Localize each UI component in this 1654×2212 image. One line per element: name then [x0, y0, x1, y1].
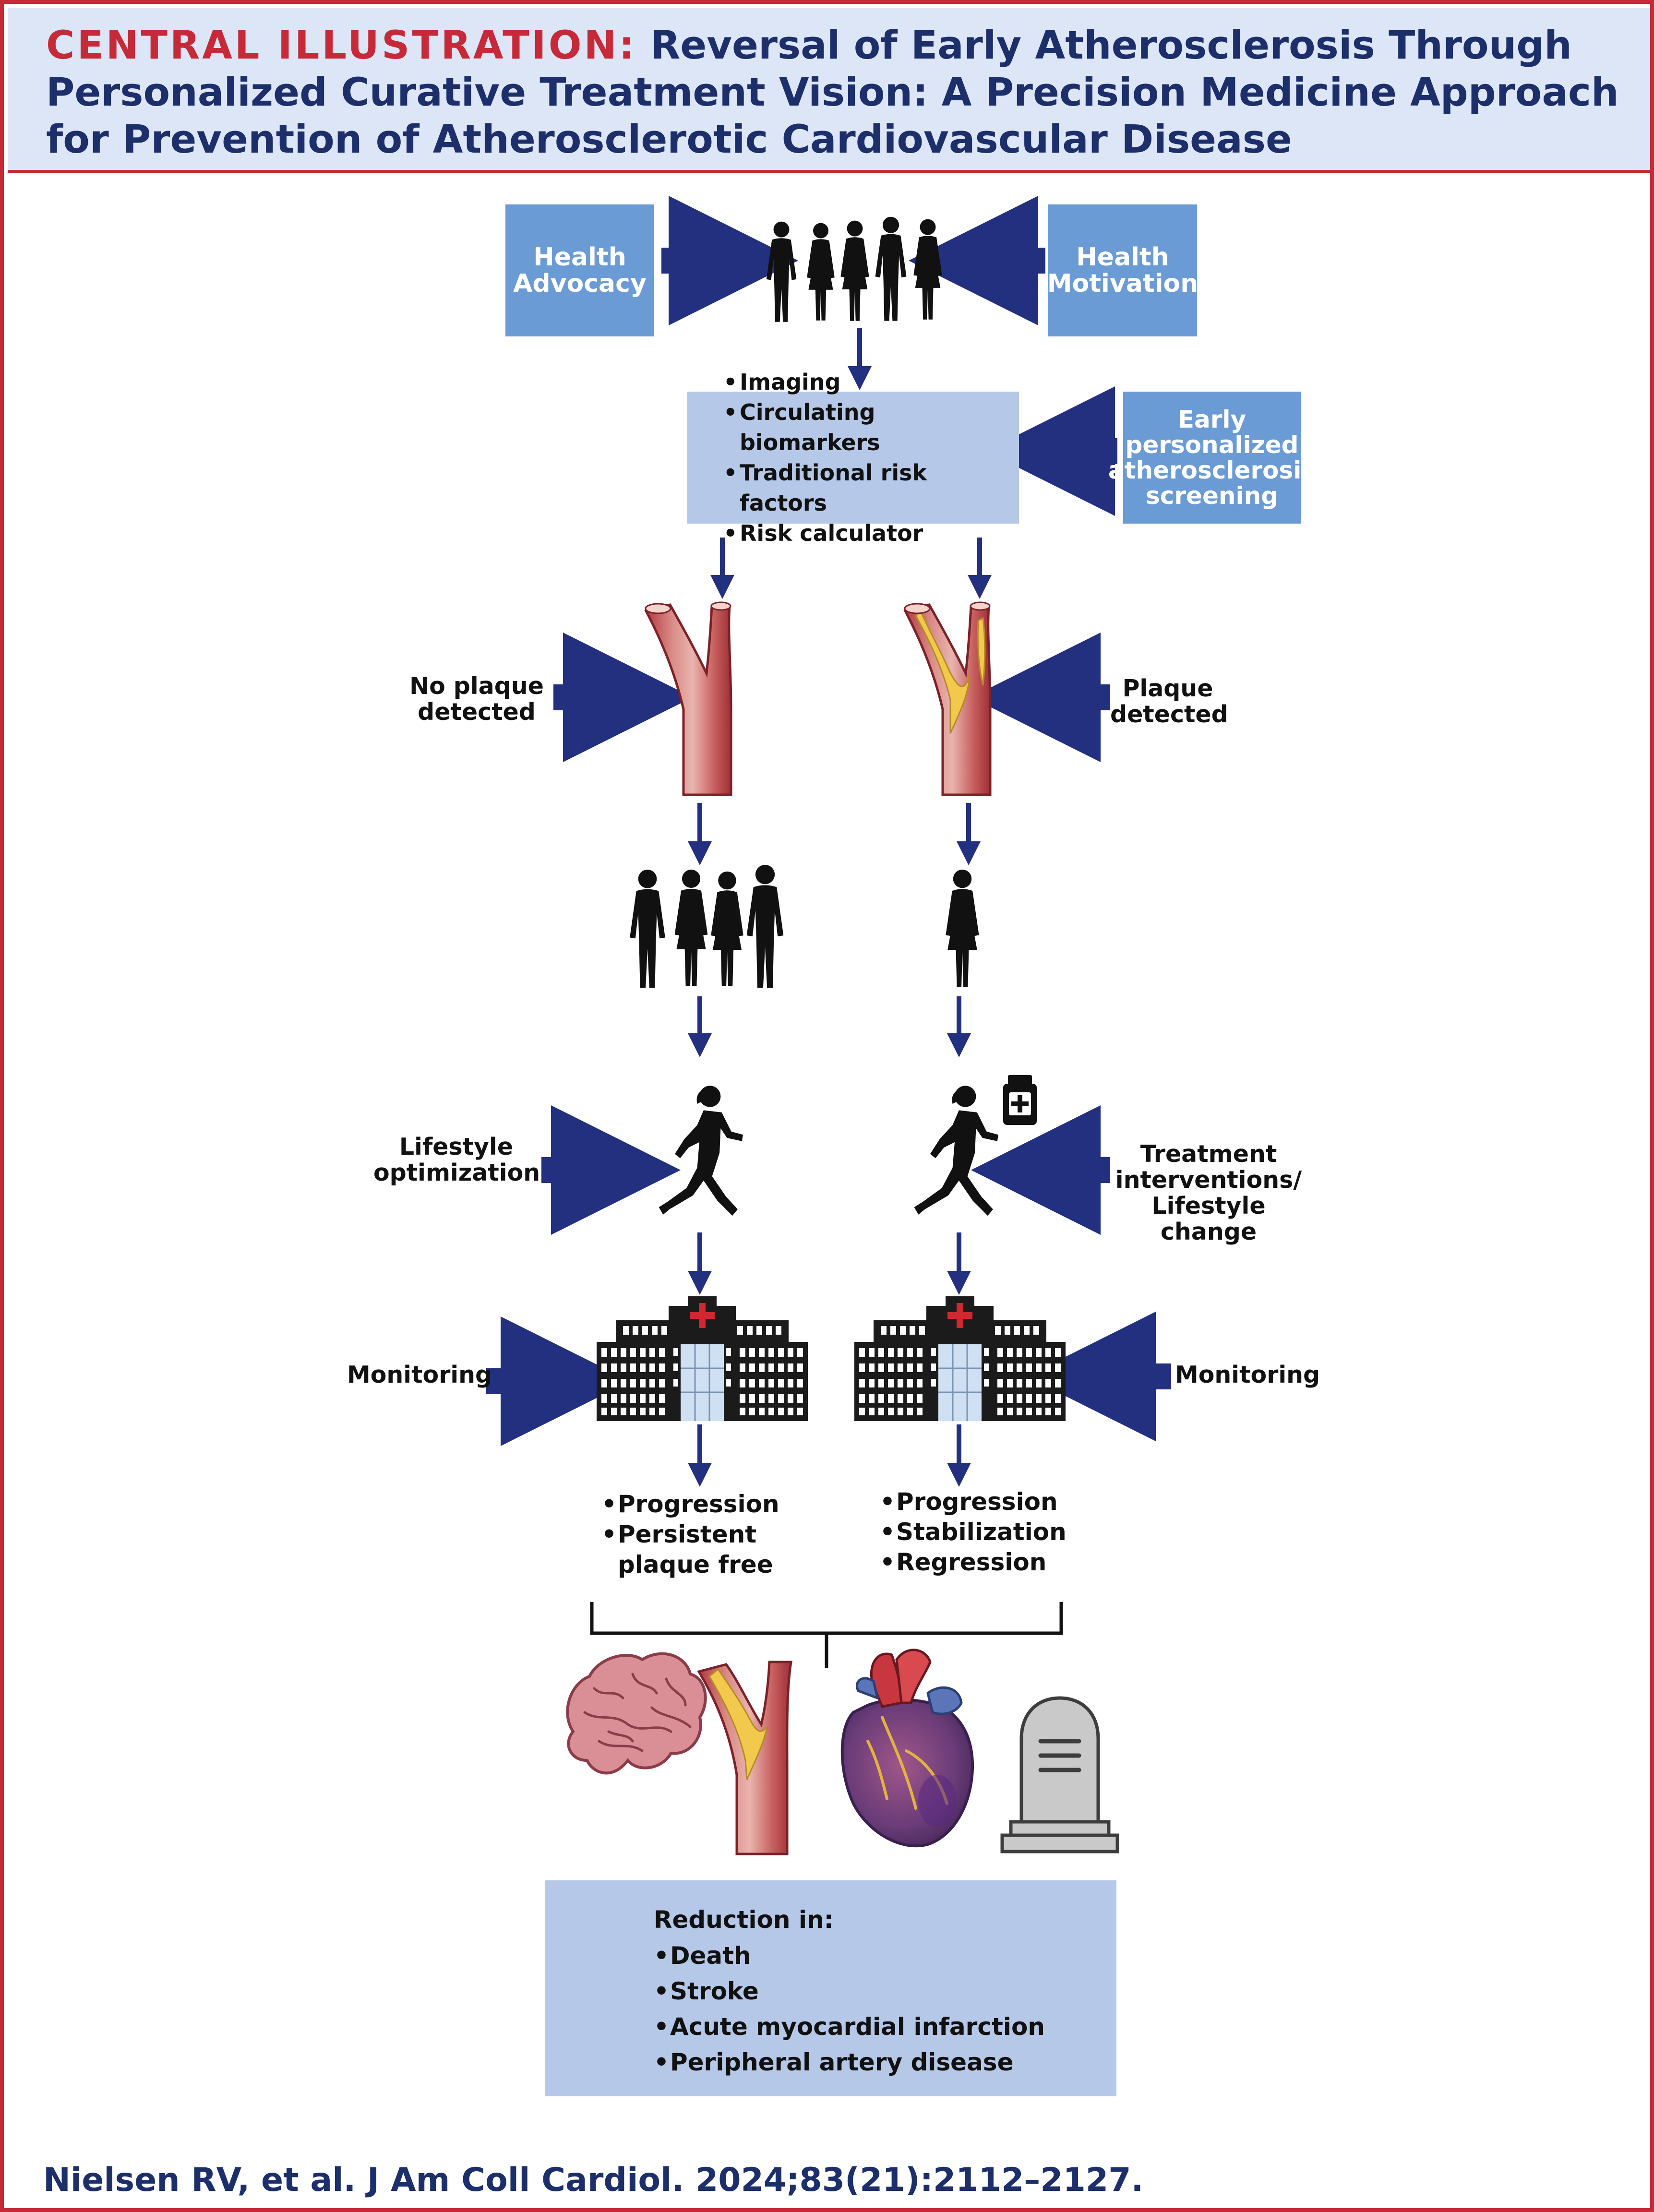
people-group-icon [766, 216, 942, 322]
screening-item: Circulating biomarkers [723, 397, 1019, 458]
plaque-line-2: detected [1110, 701, 1228, 728]
early-screening-line-3: atherosclerosis [1108, 456, 1316, 484]
reduction-box: Reduction in: Death Stroke Acute myocard… [545, 1880, 1116, 2096]
treatment-line-3: Lifestyle change [1151, 1192, 1266, 1245]
people-group-left-icon [630, 865, 784, 988]
plaque-artery-icon [903, 601, 992, 796]
plaque-line-1: Plaque [1122, 675, 1213, 702]
outcome-item: Regression [880, 1547, 1129, 1578]
treatment-line-1: Treatment [1140, 1140, 1277, 1168]
flow-diagram [486, 196, 1171, 1855]
screening-item: Imaging [723, 367, 1019, 397]
plaque-detected-label: Plaque detected [1110, 675, 1228, 728]
reduction-item: Stroke [654, 1973, 1045, 2009]
tombstone-icon [1000, 1696, 1119, 1853]
reduction-list: Death Stroke Acute myocardial infarction… [654, 1938, 1045, 2080]
health-advocacy-line-1: Health [533, 242, 626, 272]
artery-plaque-bottom-icon [697, 1661, 792, 1855]
screening-methods-list: Imaging Circulating biomarkers Tradition… [723, 367, 1019, 549]
title-text: Reversal of Early Atherosclerosis Throug… [46, 23, 1619, 162]
early-screening-box: Early personalized atherosclerosis scree… [1108, 392, 1316, 524]
citation: Nielsen RV, et al. J Am Coll Cardiol. 20… [43, 2161, 1144, 2199]
screening-item: Risk calculator [723, 518, 1019, 549]
brain-icon [566, 1652, 707, 1775]
heart-icon [840, 1649, 974, 1848]
lifestyle-line-1: Lifestyle [399, 1133, 514, 1160]
hospital-icon [597, 1296, 808, 1421]
left-outcomes-list: Progression Persistent plaque free [601, 1489, 851, 1580]
outcome-item: Stabilization [880, 1517, 1129, 1547]
lifestyle-optimization-label: Lifestyle optimization [373, 1133, 540, 1186]
treatment-label: Treatment interventions/ Lifestyle chang… [1110, 1141, 1307, 1245]
single-person-icon [946, 869, 979, 987]
runner-icon [659, 1086, 743, 1216]
no-plaque-label: No plaque detected [405, 673, 549, 725]
early-screening-line-2: personalized [1125, 430, 1299, 459]
runner-icon-right [914, 1086, 999, 1216]
monitoring-label-right: Monitoring [1175, 1361, 1320, 1388]
outcome-bracket [590, 1602, 1063, 1668]
outcome-item: Progression [601, 1489, 851, 1519]
health-motivation-line-2: Motivation [1047, 269, 1199, 298]
right-outcomes-list: Progression Stabilization Regression [880, 1487, 1129, 1578]
treatment-line-2: interventions/ [1115, 1166, 1302, 1194]
artery-icon [644, 601, 732, 796]
health-advocacy-line-2: Advocacy [513, 269, 647, 298]
no-plaque-line-1: No plaque [409, 672, 544, 700]
lifestyle-line-2: optimization [373, 1159, 540, 1186]
hospital-icon-right [854, 1296, 1066, 1421]
reduction-title: Reduction in: [654, 1906, 834, 1934]
central-illustration-label: CENTRAL ILLUSTRATION: [46, 23, 637, 68]
screening-item: Traditional risk factors [723, 458, 1019, 518]
health-motivation-line-1: Health [1076, 242, 1169, 272]
reduction-item: Peripheral artery disease [654, 2045, 1045, 2080]
reduction-item: Acute myocardial infarction [654, 2009, 1045, 2045]
header-banner: CENTRAL ILLUSTRATION: Reversal of Early … [8, 8, 1650, 173]
reduction-item: Death [654, 1938, 1045, 1973]
page-title: CENTRAL ILLUSTRATION: Reversal of Early … [46, 22, 1630, 163]
screening-methods-box: Imaging Circulating biomarkers Tradition… [687, 367, 1019, 549]
early-screening-line-1: Early [1177, 405, 1246, 433]
outcome-item: Progression [880, 1487, 1129, 1517]
early-screening-line-4: screening [1145, 481, 1278, 510]
outcome-item: Persistent plaque free [601, 1519, 851, 1580]
monitoring-label-left: Monitoring [347, 1361, 492, 1388]
no-plaque-line-2: detected [418, 698, 536, 726]
medicine-bottle-icon [1003, 1075, 1037, 1125]
